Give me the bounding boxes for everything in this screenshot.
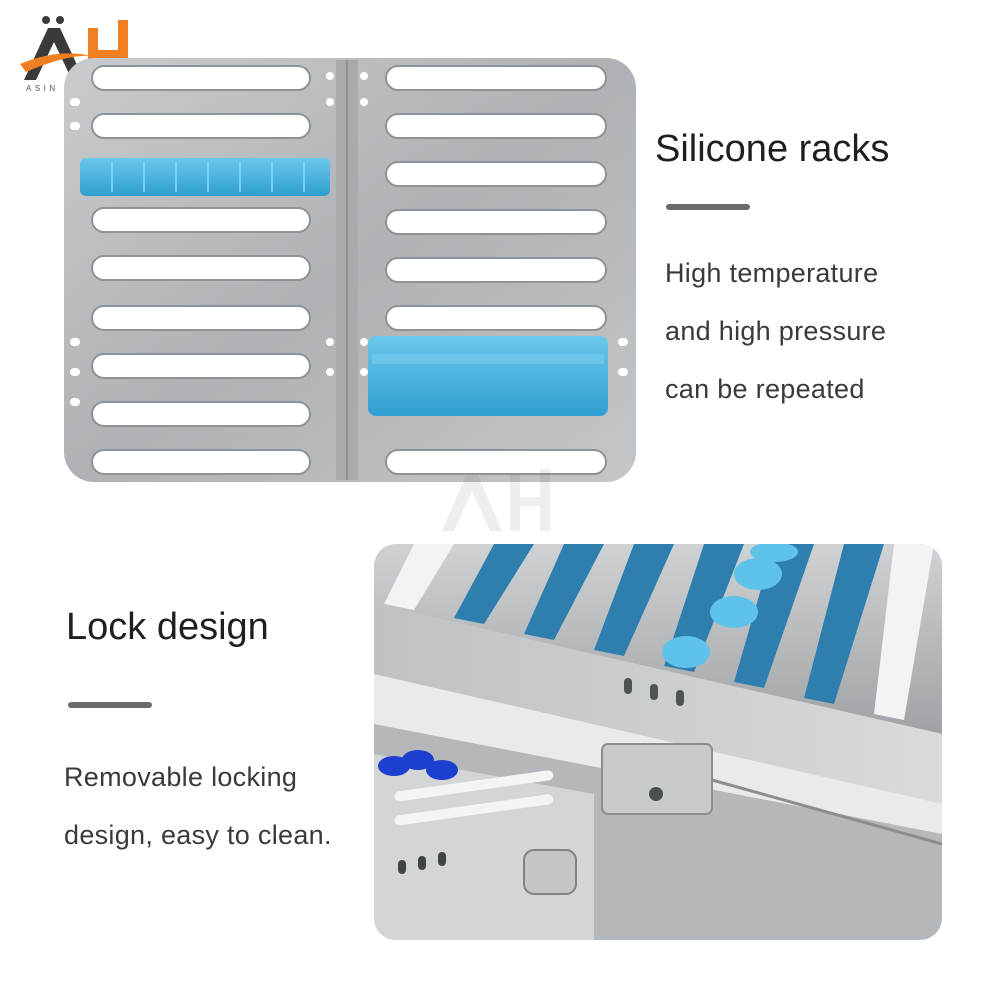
section-divider [666, 204, 750, 210]
section-divider [68, 702, 152, 708]
section-text-line: High temperature [665, 258, 879, 288]
watermark-logo [436, 455, 564, 545]
section-text-line: design, easy to clean. [64, 820, 332, 850]
section-title-lock-design: Lock design [66, 606, 269, 648]
section-title-silicone-racks: Silicone racks [655, 128, 890, 170]
section-text-line: can be repeated [665, 374, 865, 404]
section-text-line: and high pressure [665, 316, 887, 346]
brand-logo [18, 14, 133, 96]
tray-silicone-racks-photo [64, 58, 636, 482]
tray-lock-closeup-photo [374, 544, 942, 940]
section-text-line: Removable locking [64, 762, 298, 792]
